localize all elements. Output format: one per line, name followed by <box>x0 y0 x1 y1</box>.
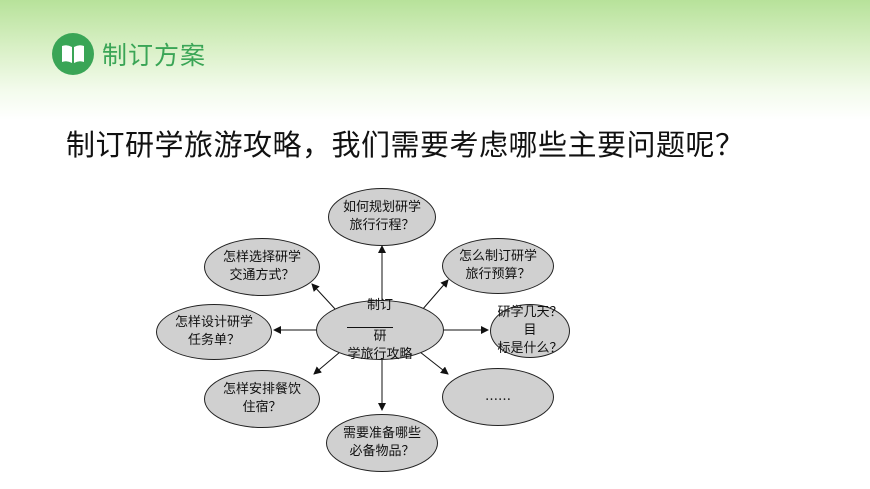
node-goal: 研学几天？目标是什么？ <box>490 304 570 358</box>
center-node: 制订研 学旅行攻略 <box>316 298 444 362</box>
node-transport: 怎样选择研学交通方式？ <box>204 238 320 296</box>
mind-map: 制订研 学旅行攻略 如何规划研学旅行行程？ 怎么制订研学旅行预算？ 研学几天？目… <box>150 180 570 480</box>
question-text: 制订研学旅游攻略，我们需要考虑哪些主要问题呢？ <box>66 128 745 162</box>
node-more: …… <box>442 368 554 426</box>
connector-arrows <box>273 245 489 411</box>
book-icon <box>52 33 94 75</box>
node-route: 如何规划研学旅行行程？ <box>328 188 436 246</box>
node-task: 怎样设计研学任务单？ <box>156 304 272 360</box>
arrow-to-transport <box>311 283 337 311</box>
arrow-to-budget <box>421 279 449 311</box>
section-header: 制订方案 <box>52 33 206 75</box>
header-background <box>0 0 870 120</box>
node-lodging: 怎样安排餐饮住宿？ <box>204 370 320 428</box>
arrow-to-more <box>419 351 449 375</box>
section-title: 制订方案 <box>102 41 207 70</box>
node-items: 需要准备哪些必备物品？ <box>326 414 438 472</box>
arrow-to-lodging <box>313 351 341 375</box>
node-budget: 怎么制订研学旅行预算？ <box>442 238 554 294</box>
